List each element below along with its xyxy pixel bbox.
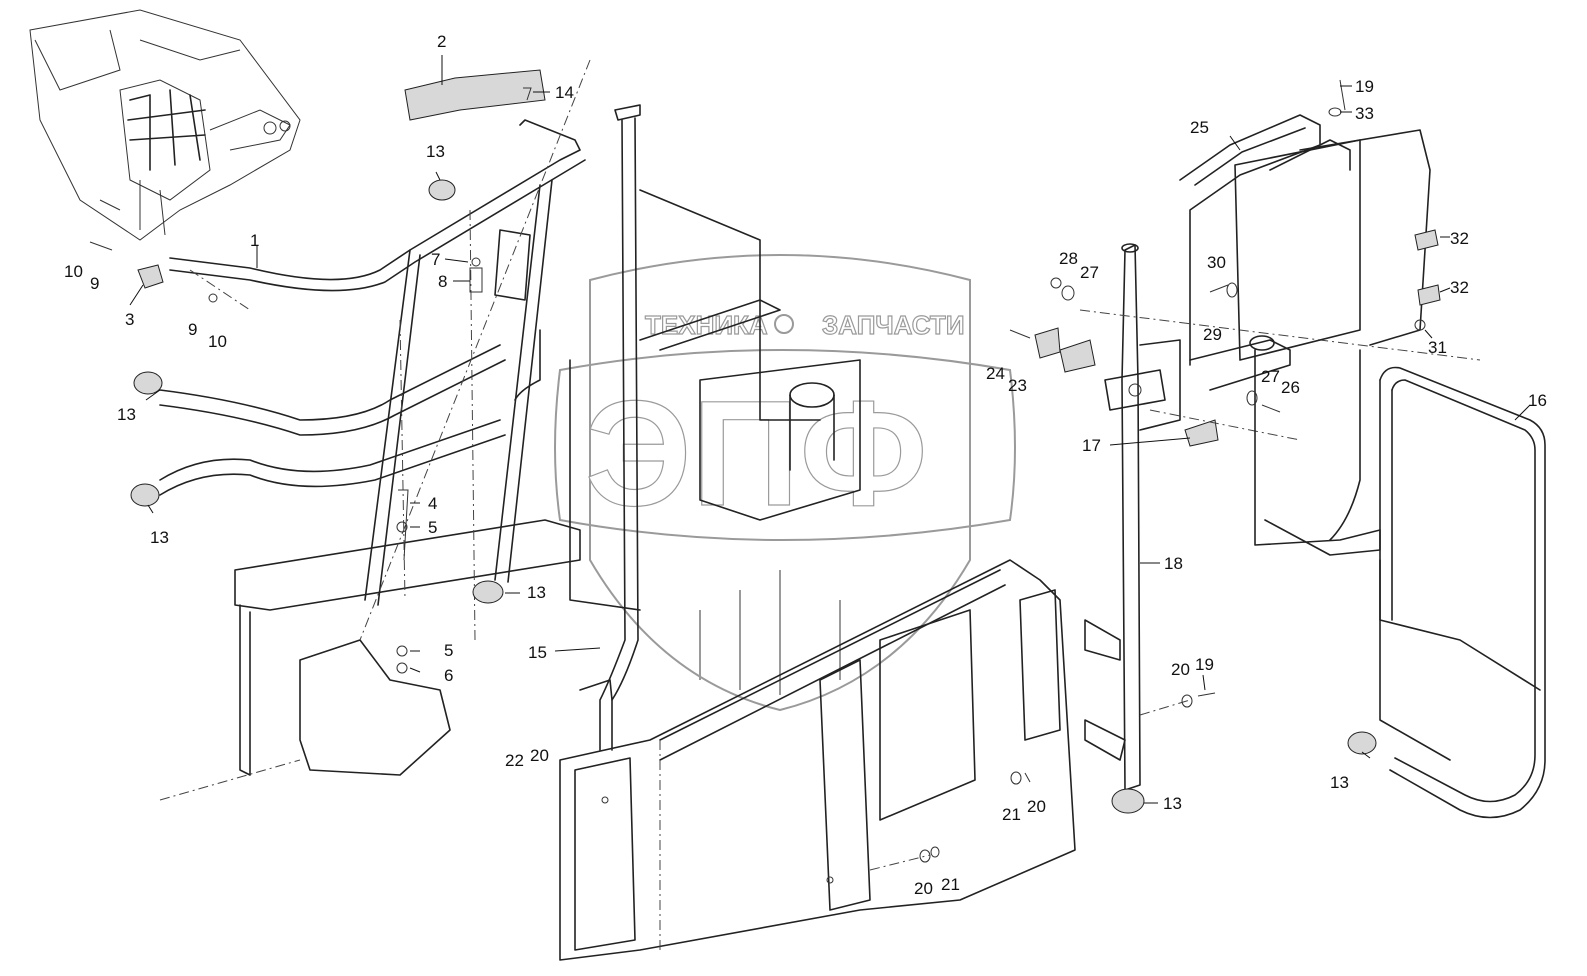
callout-labels: 1 2 3 4 5 5 6 7 8 9 9 10 10 13 13 13 13 …	[64, 32, 1547, 898]
right-pole-assembly	[1009, 243, 1481, 814]
callout-4: 4	[428, 494, 437, 513]
callout-20d: 20	[914, 879, 933, 898]
callout-29: 29	[1203, 325, 1222, 344]
machine-overview-thumbnail	[29, 9, 301, 241]
callout-27: 27	[1080, 263, 1099, 282]
watermark-text-zapchasti: ЗАПЧАСТИ	[822, 310, 965, 340]
callout-13d: 13	[527, 583, 546, 602]
callout-7: 7	[431, 250, 440, 269]
callout-32b: 32	[1450, 278, 1469, 297]
callout-13f: 13	[1330, 773, 1349, 792]
callout-14: 14	[555, 83, 574, 102]
callout-1: 1	[250, 231, 259, 250]
callout-5b: 5	[444, 641, 453, 660]
callout-31: 31	[1428, 338, 1447, 357]
callout-18: 18	[1164, 554, 1183, 573]
right-handrail-assembly	[1179, 79, 1546, 819]
callout-21b: 21	[941, 875, 960, 894]
callout-15: 15	[528, 643, 547, 662]
callout-3: 3	[125, 310, 134, 329]
gear-icon	[774, 314, 794, 334]
callout-25: 25	[1190, 118, 1209, 137]
callout-2: 2	[437, 32, 446, 51]
callout-8: 8	[438, 272, 447, 291]
callout-32: 32	[1450, 229, 1469, 248]
callout-20b: 20	[530, 746, 549, 765]
callout-9: 9	[90, 274, 99, 293]
callout-19: 19	[1355, 77, 1374, 96]
callout-28: 28	[1059, 249, 1078, 268]
callout-10: 10	[64, 262, 83, 281]
callout-13a: 13	[426, 142, 445, 161]
callout-26: 26	[1281, 378, 1300, 397]
callout-17: 17	[1082, 436, 1101, 455]
callout-24: 24	[986, 364, 1005, 383]
callout-27b: 27	[1261, 367, 1280, 386]
callout-23: 23	[1008, 376, 1027, 395]
callout-20c: 20	[1027, 797, 1046, 816]
callout-21: 21	[1002, 805, 1021, 824]
callout-6: 6	[444, 666, 453, 685]
callout-33: 33	[1355, 104, 1374, 123]
callout-16: 16	[1528, 391, 1547, 410]
callout-19b: 19	[1195, 655, 1214, 674]
callout-5: 5	[428, 518, 437, 537]
callout-30: 30	[1207, 253, 1226, 272]
leader-lines	[129, 55, 1531, 804]
callout-13e: 13	[1163, 794, 1182, 813]
callout-9b: 9	[188, 320, 197, 339]
callout-13c: 13	[150, 528, 169, 547]
callout-22: 22	[505, 751, 524, 770]
watermark-text-technika: ТЕХНИКА	[645, 310, 768, 340]
watermark-logo: ЭПФ	[585, 369, 928, 537]
left-handrail-assembly	[89, 59, 591, 801]
front-panel	[559, 559, 1126, 961]
callout-10b: 10	[208, 332, 227, 351]
central-frame	[514, 104, 861, 751]
callout-20: 20	[1171, 660, 1190, 679]
callout-13b: 13	[117, 405, 136, 424]
